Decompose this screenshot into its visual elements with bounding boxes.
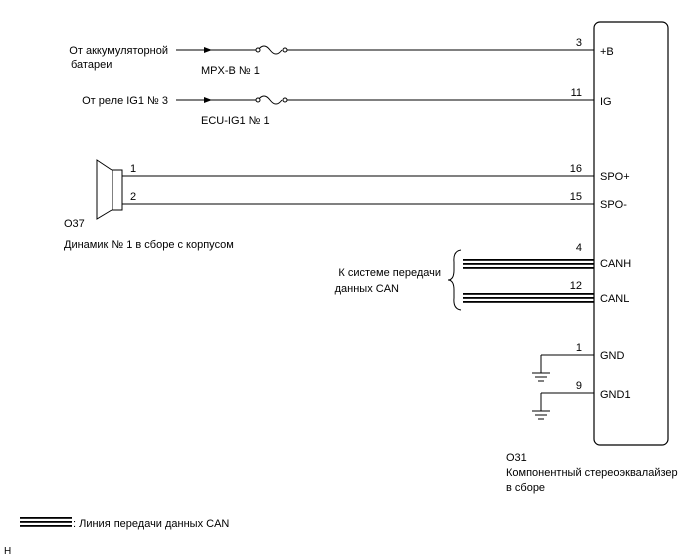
footer-mark: H — [4, 546, 11, 557]
pin-number: 1 — [576, 342, 582, 354]
pin-number: 16 — [570, 163, 582, 175]
fuse-ecu-label: ECU-IG1 № 1 — [201, 115, 270, 127]
source-battery-line2: батареи — [71, 59, 112, 71]
terminal-label: GND1 — [600, 389, 631, 401]
terminal-label: +B — [600, 46, 614, 58]
terminal-label: CANH — [600, 258, 631, 270]
terminal-label: IG — [600, 96, 612, 108]
terminal-label: CANL — [600, 293, 629, 305]
pin-number: 9 — [576, 380, 582, 392]
speaker-icon — [96, 159, 123, 220]
ground-gnd1 — [532, 392, 594, 420]
speaker-pin2: 2 — [130, 191, 136, 203]
fuse-icon — [257, 45, 283, 55]
can-brace — [447, 249, 462, 311]
fuse-mpx-label: MPX-B № 1 — [201, 65, 260, 77]
wire-ig — [176, 95, 594, 105]
pin-number: 12 — [570, 280, 582, 292]
legend-text: : Линия передачи данных CAN — [73, 518, 229, 530]
fuse-icon — [257, 95, 283, 105]
source-relay: От реле IG1 № 3 — [82, 95, 168, 107]
speaker-pin1: 1 — [130, 163, 136, 175]
legend-can-sample — [20, 517, 72, 527]
ground-gnd — [532, 354, 594, 382]
pin-number: 15 — [570, 191, 582, 203]
source-battery-line1: От аккумуляторной — [69, 45, 168, 57]
can-note-line2: данных CAN — [335, 283, 399, 295]
speaker-id: O37 — [64, 218, 85, 230]
component-name-line2: в сборе — [506, 482, 545, 494]
can-l-line — [463, 293, 594, 303]
can-h-line — [463, 259, 594, 269]
pin-number: 11 — [571, 87, 582, 99]
pin-number: 3 — [576, 37, 582, 49]
terminal-label: GND — [600, 350, 625, 362]
speaker-name: Динамик № 1 в сборе с корпусом — [64, 239, 234, 251]
can-note-line1: К системе передачи — [338, 267, 441, 279]
component-name-line1: Компонентный стереоэквалайзер — [506, 467, 678, 479]
wire-plus-b — [176, 45, 594, 55]
terminal-label: SPO+ — [600, 171, 630, 183]
component-box — [593, 21, 669, 446]
pin-number: 4 — [576, 242, 582, 254]
component-id: O31 — [506, 452, 527, 464]
terminal-label: SPO- — [600, 199, 627, 211]
